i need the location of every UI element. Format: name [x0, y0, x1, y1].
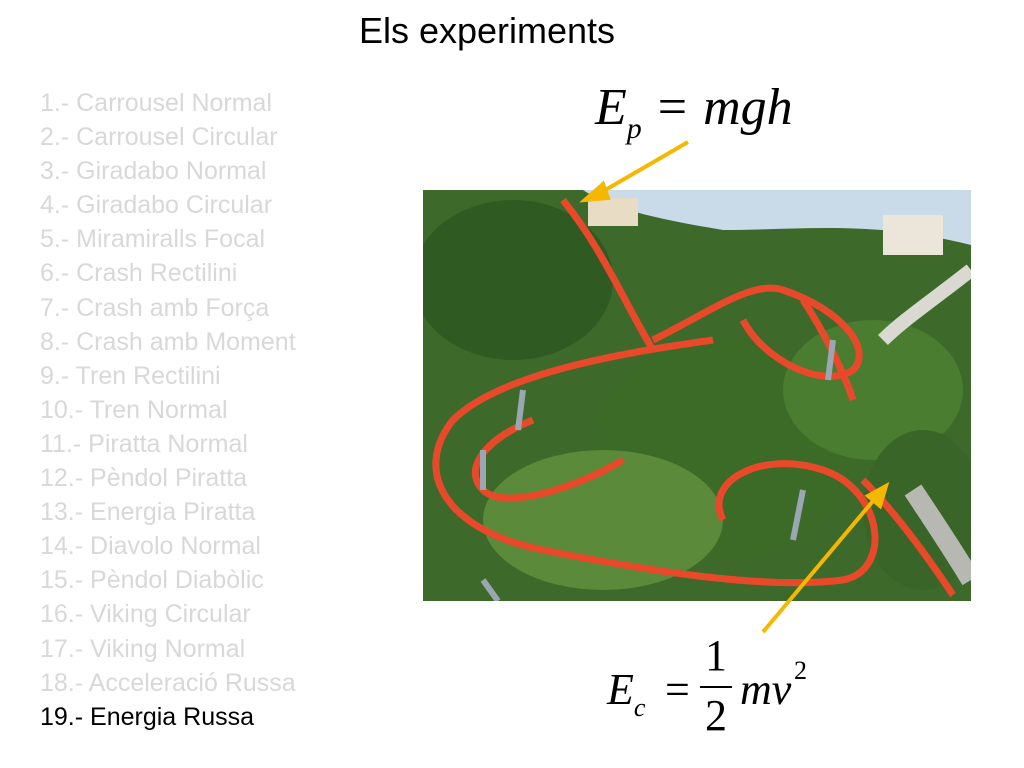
experiment-item: 11.- Piratta Normal	[40, 429, 248, 458]
equals-sign: =	[657, 79, 688, 136]
potential-energy-formula: Ep = mgh	[595, 78, 793, 145]
experiment-item: 8.- Crash amb Moment	[40, 327, 296, 356]
energy-symbol: Ec	[607, 665, 646, 722]
rhs-mv: mv	[740, 665, 792, 714]
slide-title: Els experiments	[358, 10, 616, 51]
kinetic-energy-formula: Ec = 1 2 mv 2	[607, 631, 827, 746]
experiment-item: 12.- Pèndol Piratta	[40, 464, 248, 493]
fraction-denominator: 2	[705, 691, 727, 740]
arrow-line-top	[593, 140, 690, 198]
experiment-item: 7.- Crash amb Força	[40, 293, 270, 322]
equals-sign: =	[665, 665, 690, 714]
subscript-p: p	[626, 112, 642, 145]
experiment-item: 17.- Viking Normal	[40, 634, 246, 663]
fraction-bar	[700, 686, 732, 688]
experiment-item: 10.- Tren Normal	[40, 395, 228, 424]
experiment-list: 1.- Carrousel Normal 2.- Carrousel Circu…	[40, 86, 296, 734]
experiment-item: 9.- Tren Rectilini	[40, 361, 221, 390]
experiment-item: 6.- Crash Rectilini	[40, 259, 238, 288]
exponent: 2	[794, 656, 807, 685]
experiment-item: 15.- Pèndol Diabòlic	[40, 566, 264, 595]
experiment-item: 18.- Acceleració Russa	[40, 668, 296, 697]
experiment-item: 16.- Viking Circular	[40, 600, 251, 629]
experiment-item: 14.- Diavolo Normal	[40, 532, 261, 561]
experiment-item-current: 19.- Energia Russa	[40, 702, 255, 731]
experiment-item: 13.- Energia Piratta	[40, 498, 256, 527]
subscript-c: c	[633, 693, 646, 722]
experiment-item: 3.- Giradabo Normal	[40, 157, 267, 186]
fraction-numerator: 1	[705, 631, 727, 680]
energy-symbol: E	[595, 79, 627, 136]
experiment-item: 5.- Miramiralls Focal	[40, 225, 266, 254]
experiment-item: 2.- Carrousel Circular	[40, 123, 278, 152]
roller-coaster-photo	[423, 190, 971, 601]
experiment-item: 4.- Giradabo Circular	[40, 191, 273, 220]
arrow-head-top	[579, 180, 611, 203]
experiment-item: 1.- Carrousel Normal	[40, 89, 273, 117]
rhs-mgh: mgh	[703, 79, 793, 136]
arrow-head-bottom	[864, 481, 890, 510]
arrow-line-bottom	[761, 493, 880, 634]
